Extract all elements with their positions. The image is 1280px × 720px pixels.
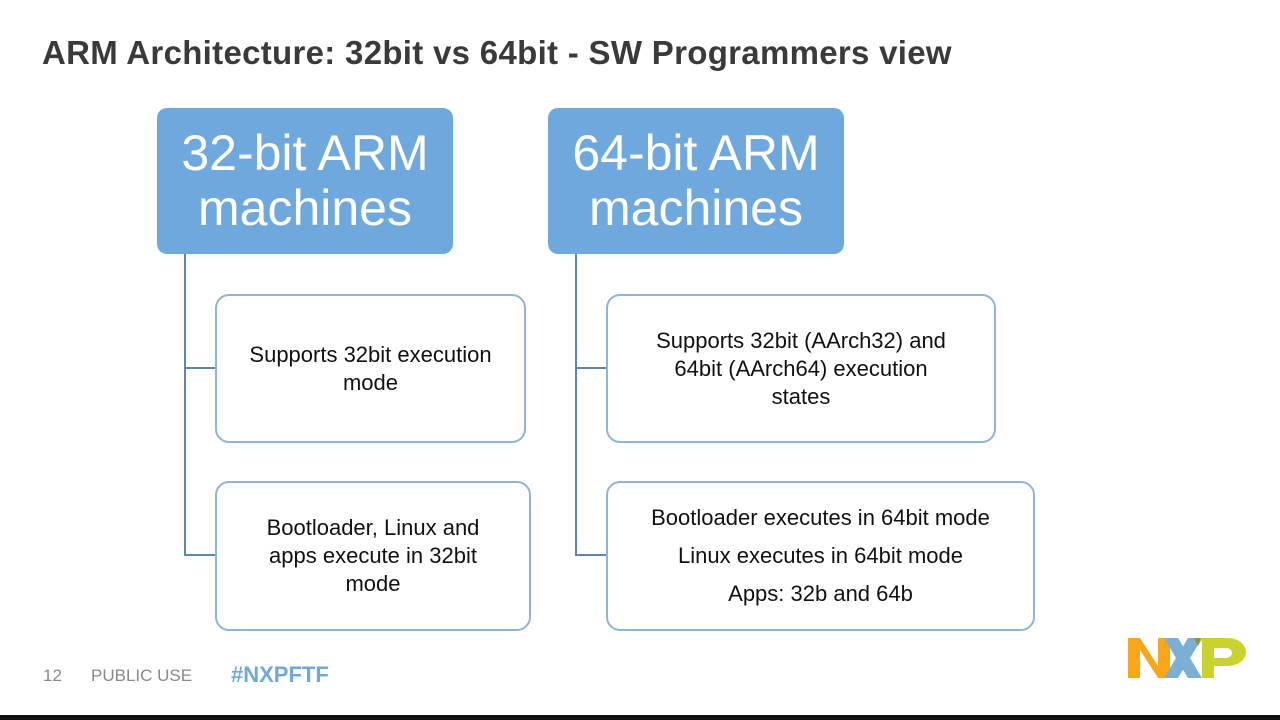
- item-text: Apps: 32b and 64b: [728, 581, 913, 606]
- header-line: machines: [197, 180, 412, 236]
- connector-line: [184, 254, 186, 556]
- connector-line: [575, 367, 606, 369]
- page-number: 12: [43, 666, 62, 685]
- item-text: Bootloader executes in 64bit mode: [651, 505, 990, 530]
- item-text: Linux executes in 64bit mode: [678, 543, 963, 568]
- connector-line: [575, 554, 606, 556]
- connector-line: [184, 554, 215, 556]
- nxp-logo: [1128, 638, 1246, 678]
- item-text: Bootloader, Linux and: [266, 515, 480, 540]
- item-text: mode: [342, 369, 399, 395]
- connector-line: [575, 254, 577, 556]
- item-text: Supports 32bit (AArch32) and: [656, 327, 946, 353]
- item-text: apps execute in 32bit: [269, 543, 477, 568]
- header-line: 32-bit ARM: [181, 125, 429, 181]
- item-text: mode: [345, 571, 401, 596]
- item-text: states: [771, 383, 831, 409]
- item-text: 64bit (AArch64) execution: [674, 355, 928, 381]
- header-line: machines: [588, 180, 803, 236]
- hashtag: #NXPFTF: [231, 662, 329, 687]
- connector-line: [184, 367, 215, 369]
- item-text: Supports 32bit execution: [249, 341, 492, 367]
- slide-title: ARM Architecture: 32bit vs 64bit - SW Pr…: [42, 34, 952, 71]
- bottom-bar: [0, 715, 1280, 720]
- item-32bit-boot: Bootloader, Linux and apps execute in 32b…: [215, 481, 531, 631]
- header-line: 64-bit ARM: [572, 125, 820, 181]
- classification: PUBLIC USE: [91, 666, 193, 685]
